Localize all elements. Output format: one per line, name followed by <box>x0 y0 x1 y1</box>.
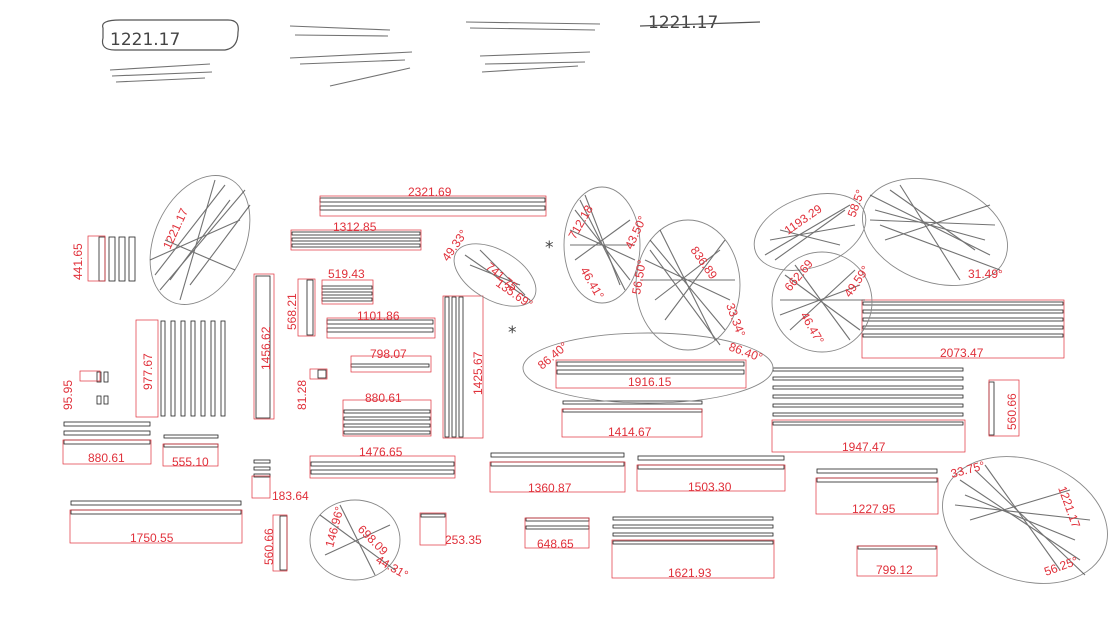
label-81-28: 81.28 <box>295 380 309 410</box>
label-58-5: 58.5° <box>845 188 868 219</box>
label-560-66-right: 560.66 <box>1005 393 1019 430</box>
scribble-groups: * * <box>149 175 1108 584</box>
label-46-41: 46.41° <box>577 265 607 302</box>
label-1750-55: 1750.55 <box>130 531 174 545</box>
label-2073-47: 2073.47 <box>940 346 984 360</box>
label-555-10: 555.10 <box>172 455 209 469</box>
strikeout-scribble-2 <box>289 25 413 87</box>
label-836-89: 836.89 <box>688 244 721 282</box>
label-1227-95: 1227.95 <box>852 502 896 516</box>
label-56-25: 56.25° <box>1042 554 1080 579</box>
label-519-43: 519.43 <box>328 267 365 281</box>
strikeout-scribble-1 <box>109 63 213 83</box>
label-1221-17-b: 1221.17 <box>1055 484 1083 530</box>
label-977-67: 977.67 <box>141 353 155 390</box>
label-880-61-mid: 880.61 <box>365 391 402 405</box>
label-146-96: 146.96° <box>322 505 346 549</box>
label-1476-65: 1476.65 <box>359 445 403 459</box>
label-44-31: 44.31° <box>374 552 411 582</box>
label-1456-62: 1456.62 <box>259 326 273 370</box>
label-662-69: 662.69 <box>782 257 817 294</box>
label-56-50: 56.50° <box>629 259 649 296</box>
label-183-64: 183.64 <box>272 489 309 503</box>
label-1360-87: 1360.87 <box>528 481 572 495</box>
label-1916-15: 1916.15 <box>628 375 672 389</box>
asterisk-mark-2: * <box>508 323 517 343</box>
label-560-66-left: 560.66 <box>262 528 276 565</box>
label-1101-86: 1101.86 <box>357 309 400 323</box>
label-441-65: 441.65 <box>71 243 85 280</box>
label-1425-67: 1425.67 <box>471 351 485 395</box>
top-right-note: 1221.17 <box>648 13 718 33</box>
label-880-61-left: 880.61 <box>88 451 125 465</box>
header-notes: 1221.17 1221.17 <box>101 13 761 87</box>
label-1621-93: 1621.93 <box>668 566 712 580</box>
label-568-21: 568.21 <box>285 293 299 330</box>
label-33-34: 33.34° <box>723 301 748 339</box>
label-33-75: 33.75° <box>949 458 986 481</box>
label-1221-17-a: 1221.17 <box>160 206 191 252</box>
label-95-95: 95.95 <box>61 380 75 410</box>
label-2321-69: 2321.69 <box>408 185 452 199</box>
label-31-49: 31.49° <box>968 267 1003 281</box>
bar-groups <box>62 195 1065 579</box>
note-underline <box>639 21 761 27</box>
label-1947-47: 1947.47 <box>842 440 886 454</box>
circled-note-outline <box>101 19 239 51</box>
label-46-47: 46.47° <box>797 310 827 347</box>
label-86-40-a: 86.40° <box>535 339 571 372</box>
strikeout-scribble-3 <box>465 21 601 73</box>
label-648-65: 648.65 <box>537 537 574 551</box>
label-798-07: 798.07 <box>370 347 407 361</box>
label-1503-30: 1503.30 <box>688 480 732 494</box>
asterisk-mark-1: * <box>545 238 554 258</box>
circled-note: 1221.17 <box>110 30 180 50</box>
label-1312-85: 1312.85 <box>333 220 377 234</box>
label-253-35: 253.35 <box>445 533 482 547</box>
label-43-50: 43.50° <box>622 214 649 252</box>
label-1414-67: 1414.67 <box>608 425 652 439</box>
label-799-12: 799.12 <box>876 563 913 577</box>
